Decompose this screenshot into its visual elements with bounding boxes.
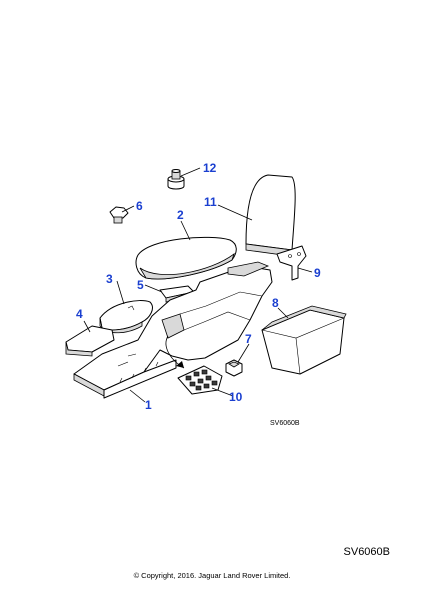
arrow-head bbox=[176, 361, 184, 368]
callout-3: 3 bbox=[106, 272, 113, 286]
part-8-storage-bin bbox=[261, 305, 347, 375]
copyright-notice: © Copyright, 2016. Jaguar Land Rover Lim… bbox=[133, 571, 291, 580]
callout-6: 6 bbox=[136, 199, 143, 213]
figure-code: SV6060B bbox=[270, 420, 300, 427]
callout-4: 4 bbox=[76, 307, 83, 321]
part-10-switch-pack bbox=[177, 365, 223, 395]
part-9-bracket bbox=[276, 245, 307, 281]
callout-2: 2 bbox=[177, 208, 184, 222]
callout-5: 5 bbox=[137, 278, 144, 292]
part-12-plug bbox=[167, 169, 185, 190]
callout-1: 1 bbox=[145, 398, 152, 412]
part-11-back-panel bbox=[245, 174, 296, 257]
leader-lines bbox=[83, 167, 313, 403]
callout-11: 11 bbox=[204, 195, 217, 209]
part-6-clip bbox=[109, 206, 129, 224]
callout-7: 7 bbox=[245, 332, 252, 346]
callout-10: 10 bbox=[229, 390, 243, 404]
part-7-switch bbox=[225, 359, 243, 377]
reference-code: SV6060B bbox=[343, 546, 390, 558]
part-1-console-body bbox=[73, 261, 273, 399]
callout-9: 9 bbox=[314, 266, 321, 280]
part-2-armrest-lid bbox=[135, 236, 237, 280]
callout-8: 8 bbox=[272, 296, 279, 310]
callout-12: 12 bbox=[203, 161, 217, 175]
part-4-mat bbox=[65, 325, 115, 357]
